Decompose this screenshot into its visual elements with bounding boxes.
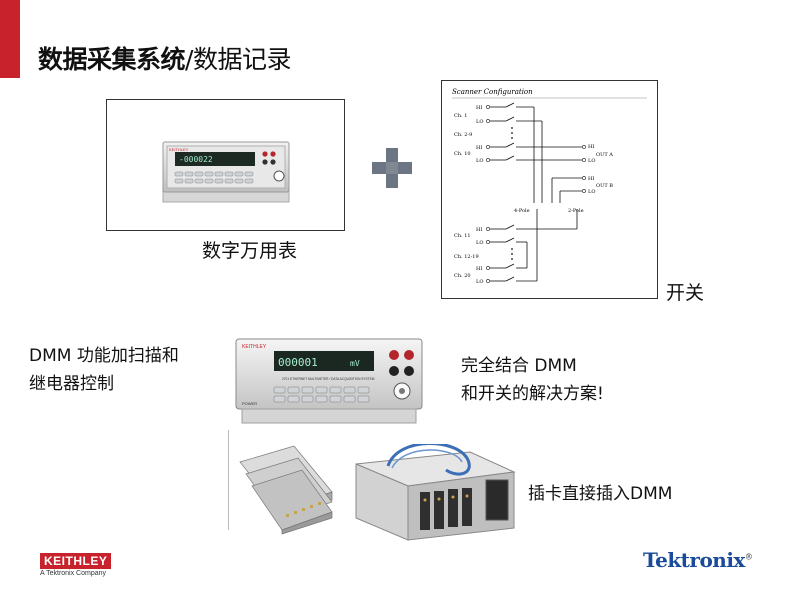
- hi-label: HI: [476, 105, 482, 111]
- hi-label: HI: [476, 227, 482, 233]
- keithley-logo-box: KEITHLEY: [40, 553, 112, 569]
- channel-label-2-9: Ch. 2-9: [454, 132, 472, 138]
- out-b-label: OUT B: [596, 183, 613, 189]
- out-b-hi: HI: [588, 176, 594, 182]
- lo-label: LO: [476, 158, 483, 164]
- two-pole-label: 2-Pole: [568, 208, 584, 214]
- dmm-front-panel-photo: KEITHLEY 000001 mV 2701 ETHERNET MULTIME…: [235, 338, 423, 424]
- channel-label-12-19: Ch. 12-19: [454, 254, 479, 260]
- dmm-display-reading: -000022: [179, 155, 213, 164]
- four-pole-label: 4-Pole: [514, 208, 530, 214]
- channel-label-20: Ch. 20: [454, 273, 471, 279]
- scanner-caption: 开关: [666, 282, 705, 304]
- hi-label: HI: [476, 266, 482, 272]
- lo-label: LO: [476, 279, 483, 285]
- lo-label: LO: [476, 119, 483, 125]
- dmm-brand-label: KEITHLEY: [169, 147, 189, 152]
- dmm-photo-unit: mV: [350, 359, 360, 368]
- lo-label: LO: [476, 240, 483, 246]
- title-bold: 数据采集系统: [38, 45, 186, 74]
- slide-title: 数据采集系统/数据记录: [38, 40, 291, 76]
- channel-label-1: Ch. 1: [454, 113, 467, 119]
- channel-label-10: Ch. 10: [454, 151, 471, 157]
- dmm-photo-display: [274, 351, 374, 371]
- keithley-logo: KEITHLEY A Tektronix Company: [40, 550, 112, 577]
- out-a-label: OUT A: [596, 152, 613, 158]
- keithley-subtitle: A Tektronix Company: [40, 570, 107, 577]
- tektronix-wordmark: Tektronix: [643, 548, 745, 572]
- right-description-line2: 和开关的解决方案!: [461, 384, 604, 404]
- dmm-illustration: KEITHLEY -000022: [162, 141, 290, 203]
- left-description-line2: 继电器控制: [29, 374, 114, 394]
- dmm-caption: 数字万用表: [202, 240, 298, 262]
- right-description-line1: 完全结合 DMM: [461, 356, 577, 376]
- title-rest: /数据记录: [185, 45, 291, 74]
- hi-label: HI: [476, 145, 482, 151]
- out-b-lo: LO: [588, 189, 595, 195]
- channel-label-11: Ch. 11: [454, 233, 471, 239]
- dmm-photo-brand: KEITHLEY: [242, 344, 267, 350]
- out-a-hi: HI: [588, 144, 594, 150]
- left-description-line1: DMM 功能加扫描和: [29, 346, 179, 366]
- scanner-configuration-diagram: Scanner Configuration Ch. 1 Ch. 2-9 Ch. …: [441, 80, 658, 299]
- divider: [228, 430, 229, 530]
- cards-caption: 插卡直接插入DMM: [528, 484, 673, 504]
- left-description: DMM 功能加扫描和 继电器控制: [29, 342, 179, 398]
- dmm-display: [175, 152, 255, 166]
- mainframe-chassis-photo: [355, 444, 516, 541]
- keithley-wordmark: KEITHLEY: [44, 554, 108, 568]
- dmm-photo-power: POWER: [242, 401, 257, 406]
- registered-mark-icon: ®: [744, 552, 753, 562]
- dmm-photo-model: 2701 ETHERNET MULTIMETER / DATA ACQUISIT…: [282, 377, 375, 381]
- dmm-photo-reading: 000001: [278, 356, 318, 369]
- dmm-image-frame: KEITHLEY -000022: [106, 99, 345, 231]
- plug-in-cards-photo: [239, 445, 333, 535]
- tektronix-logo: Tektronix®: [643, 548, 753, 572]
- plus-icon: [372, 148, 412, 188]
- out-a-lo: LO: [588, 158, 595, 164]
- right-description: 完全结合 DMM 和开关的解决方案!: [461, 352, 604, 408]
- scanner-schematic: Scanner Configuration Ch. 1 Ch. 2-9 Ch. …: [452, 88, 647, 285]
- accent-bar: [0, 0, 20, 78]
- scanner-title: Scanner Configuration: [452, 88, 533, 96]
